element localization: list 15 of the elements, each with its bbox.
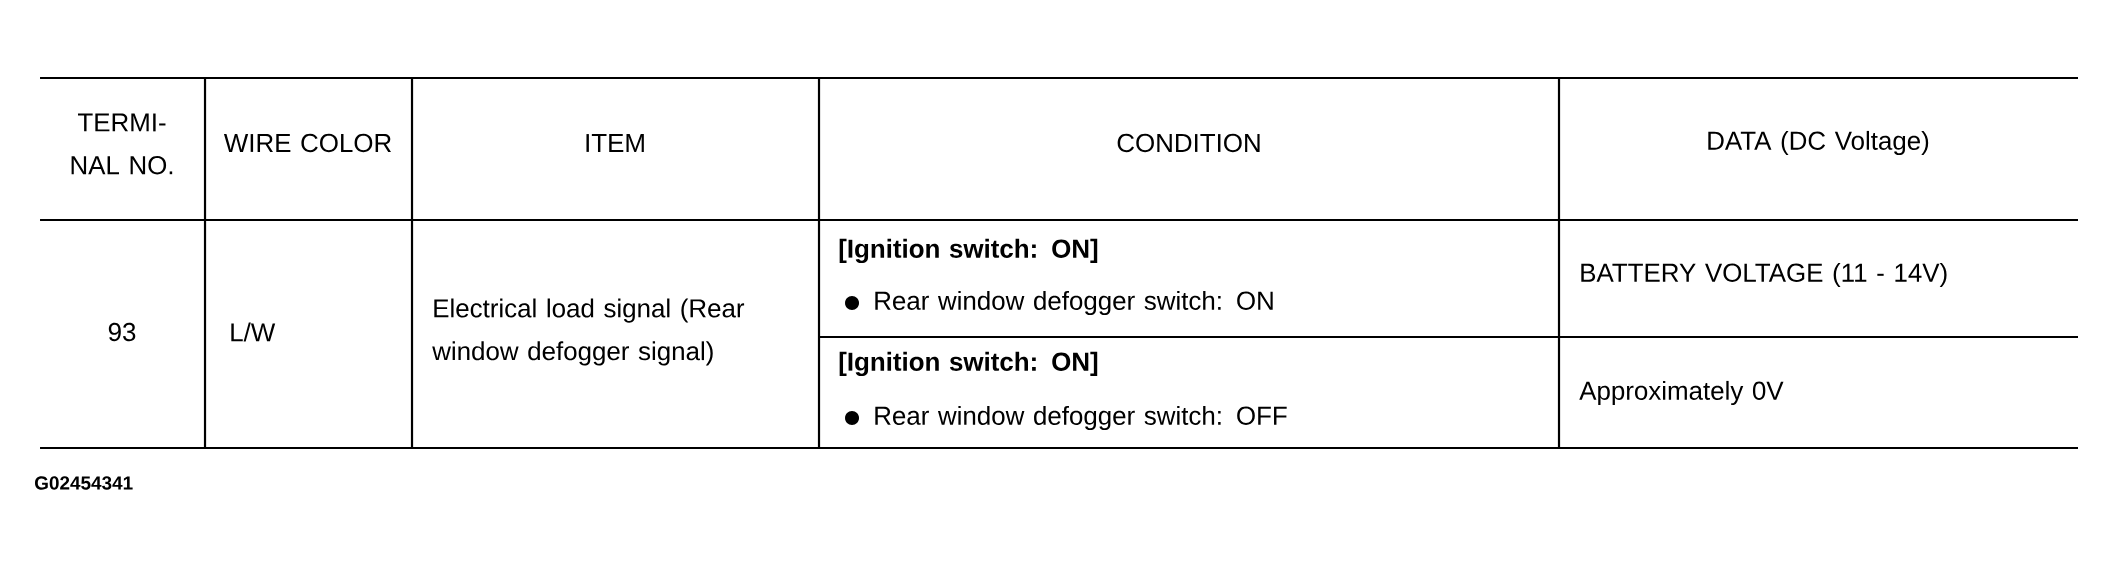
column-header: CONDITION: [1117, 133, 1260, 153]
table-text: 93: [108, 322, 136, 342]
column-header: DATA (DC Voltage): [1708, 130, 1929, 156]
column-header: TERMI- NAL NO.: [71, 113, 173, 175]
condition-heading: [Ignition switch: ON]: [839, 238, 1098, 264]
table-text: Rear window defogger switch: ON: [875, 290, 1273, 316]
table-text: Electrical load signal (Rear window defogger signal): [432, 298, 745, 366]
table-text: Approximately 0V: [1579, 380, 1784, 406]
table-text: BATTERY VOLTAGE (11 - 14V): [1581, 262, 1947, 288]
column-header: WIRE COLOR: [223, 133, 391, 153]
column-header: ITEM: [586, 134, 644, 152]
condition-heading: [Ignition switch: ON]: [839, 351, 1098, 377]
table-text: L/W: [231, 322, 276, 342]
figure-id: G02454341: [35, 476, 133, 490]
table-text: Rear window defogger switch: OFF: [875, 405, 1287, 431]
